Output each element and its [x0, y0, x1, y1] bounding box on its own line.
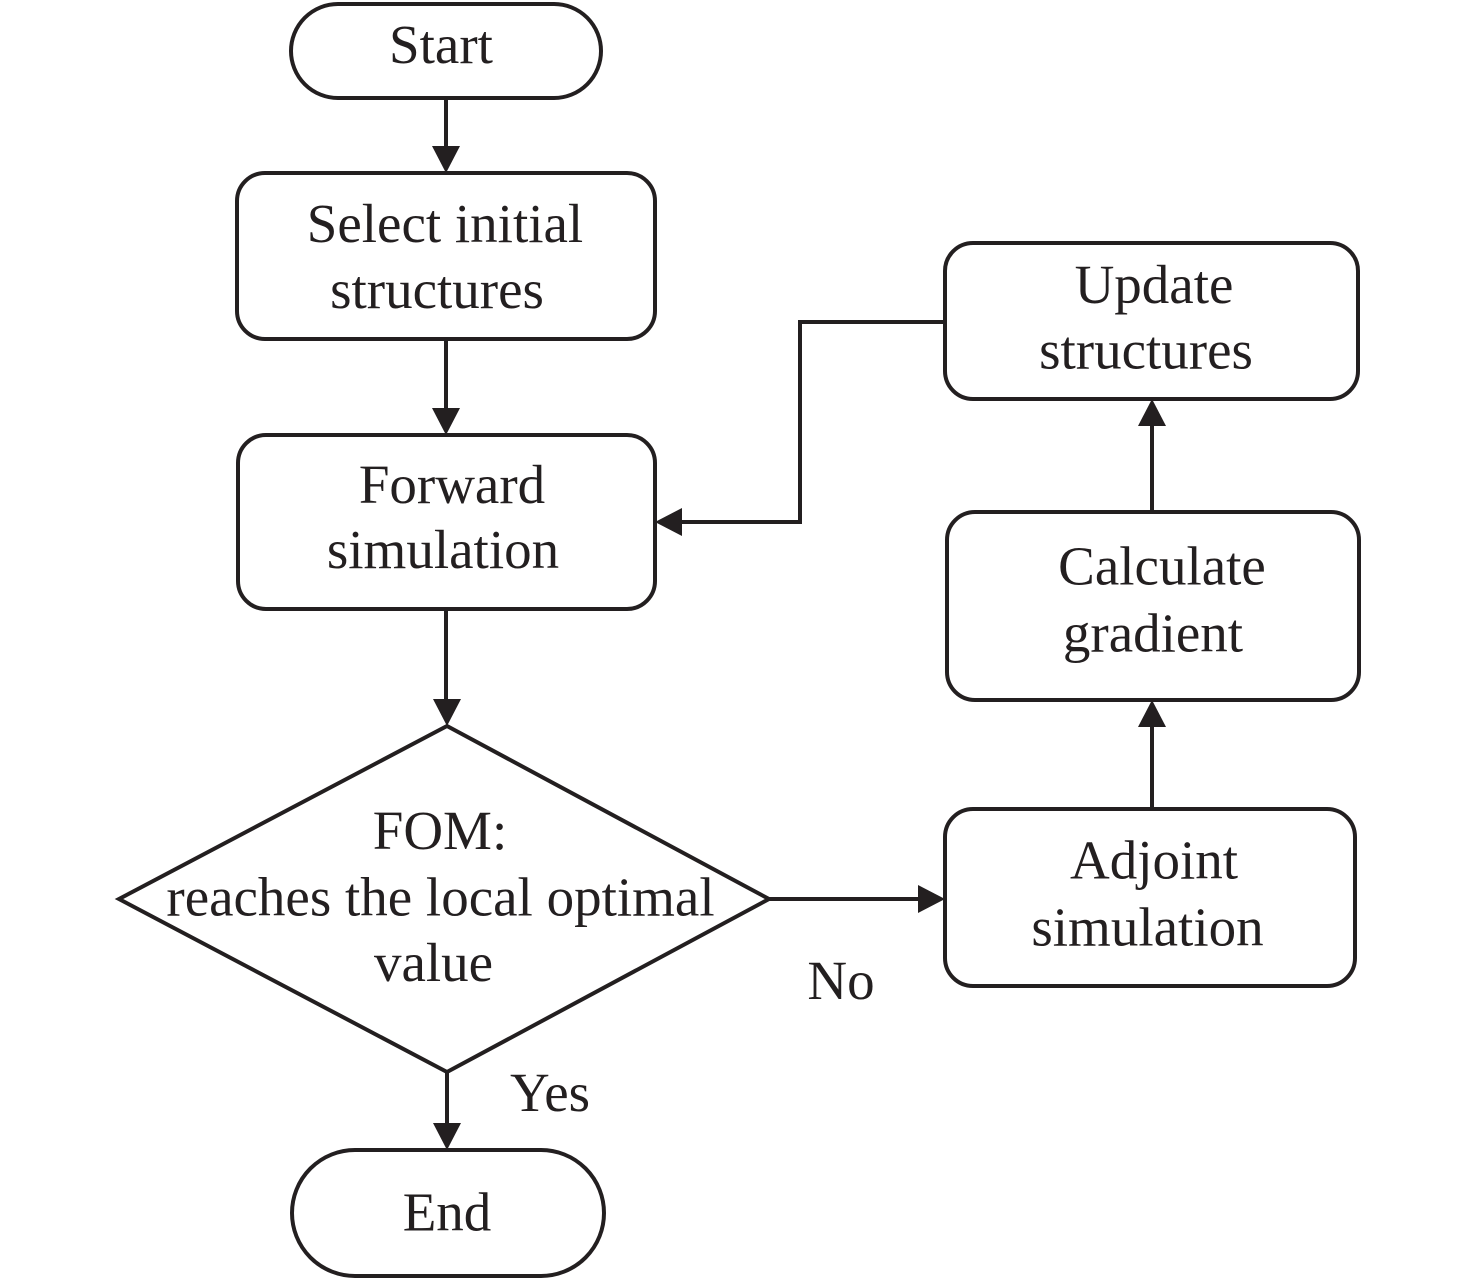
- svg-text:gradient: gradient: [1063, 603, 1243, 664]
- svg-text:Select initial: Select initial: [307, 193, 583, 254]
- svg-text:value: value: [374, 932, 493, 993]
- svg-text:simulation: simulation: [1031, 897, 1263, 958]
- svg-text:Update: Update: [1075, 254, 1234, 315]
- svg-text:simulation: simulation: [327, 519, 559, 580]
- svg-text:Adjoint: Adjoint: [1070, 830, 1238, 891]
- svg-text:Yes: Yes: [510, 1062, 590, 1123]
- svg-text:FOM:: FOM:: [373, 800, 508, 861]
- svg-text:Start: Start: [389, 14, 493, 75]
- svg-text:structures: structures: [1039, 320, 1253, 381]
- svg-text:No: No: [807, 950, 874, 1011]
- svg-text:reaches the local optimal: reaches the local optimal: [166, 867, 714, 928]
- svg-text:Forward: Forward: [359, 454, 545, 515]
- svg-text:End: End: [403, 1182, 492, 1243]
- svg-text:structures: structures: [330, 259, 544, 320]
- svg-text:Calculate: Calculate: [1058, 536, 1266, 597]
